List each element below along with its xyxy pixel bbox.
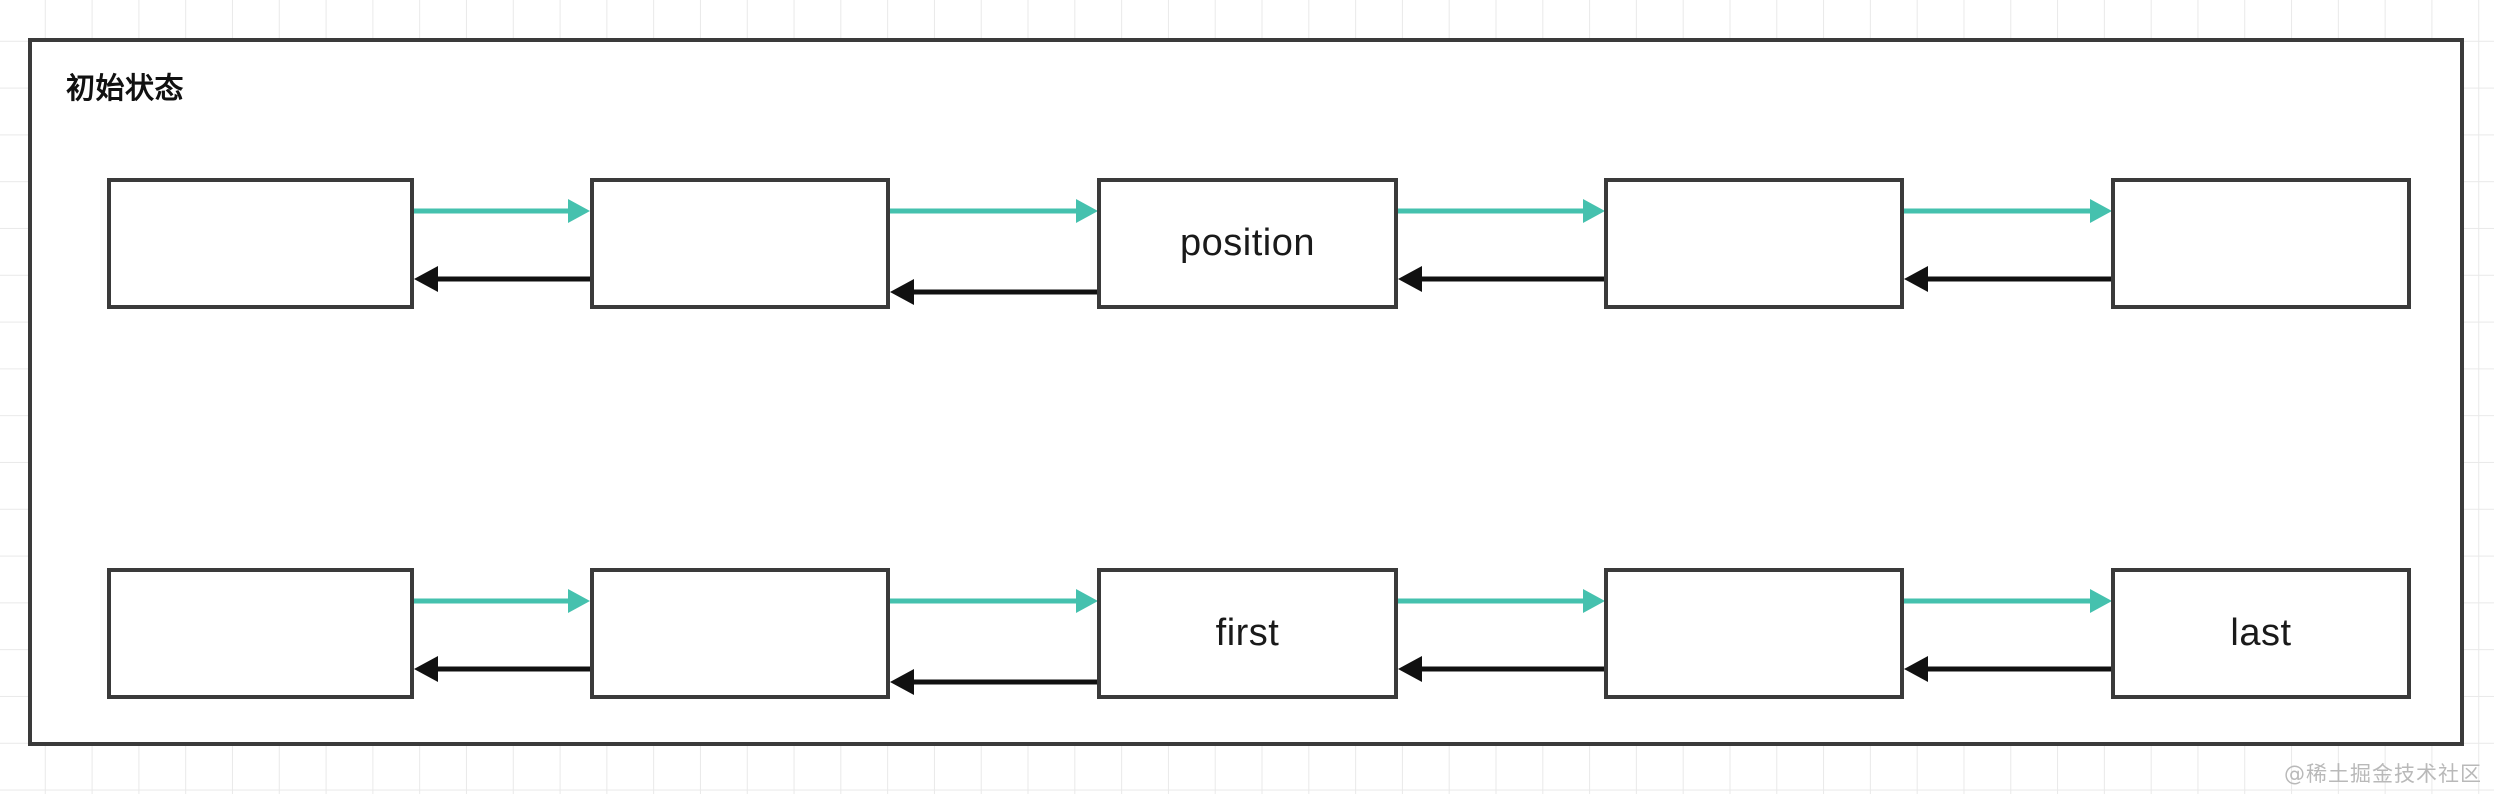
arrow-shaft [414,208,572,214]
backward-arrow [414,266,590,292]
node-box[interactable]: first [1097,568,1398,699]
arrow-shaft [890,208,1080,214]
forward-arrow [414,199,590,223]
backward-arrow [1904,656,2112,682]
arrow-shaft [1924,276,2112,282]
node-box[interactable] [1604,568,1904,699]
arrow-head-icon [414,656,438,682]
arrow-head-icon [1076,199,1098,223]
backward-arrow [1398,266,1605,292]
arrow-shaft [1418,666,1605,672]
arrow-head-icon [568,589,590,613]
arrow-shaft [414,598,572,604]
arrow-head-icon [2090,199,2112,223]
node-box[interactable] [1604,178,1904,309]
node-label: position [1180,222,1315,264]
page-title: 初始状态 [66,71,185,105]
arrow-head-icon [1583,589,1605,613]
forward-arrow [1904,589,2112,613]
arrow-head-icon [1398,266,1422,292]
arrow-shaft [910,679,1098,685]
backward-arrow [890,669,1098,695]
arrow-head-icon [1076,589,1098,613]
arrow-shaft [434,276,590,282]
diagram-frame: 初始状态 position first last [28,38,2464,746]
node-box[interactable]: position [1097,178,1398,309]
arrow-shaft [1904,598,2094,604]
node-box[interactable]: last [2111,568,2411,699]
arrow-shaft [1398,598,1587,604]
forward-arrow [414,589,590,613]
arrow-shaft [434,666,590,672]
forward-arrow [890,199,1098,223]
arrow-head-icon [1904,656,1928,682]
arrow-head-icon [568,199,590,223]
arrow-shaft [910,289,1098,295]
arrow-shaft [1924,666,2112,672]
backward-arrow [890,279,1098,305]
node-box[interactable] [2111,178,2411,309]
arrow-shaft [1904,208,2094,214]
backward-arrow [1398,656,1605,682]
forward-arrow [1398,199,1605,223]
node-box[interactable] [107,178,414,309]
forward-arrow [1398,589,1605,613]
watermark: @稀土掘金技术社区 [2284,762,2482,786]
arrow-head-icon [1398,656,1422,682]
forward-arrow [890,589,1098,613]
node-box[interactable] [590,568,890,699]
arrow-head-icon [2090,589,2112,613]
forward-arrow [1904,199,2112,223]
arrow-shaft [1398,208,1587,214]
backward-arrow [1904,266,2112,292]
arrow-head-icon [890,279,914,305]
backward-arrow [414,656,590,682]
arrow-head-icon [1583,199,1605,223]
arrow-head-icon [890,669,914,695]
arrow-head-icon [1904,266,1928,292]
node-label: first [1215,612,1280,654]
arrow-shaft [1418,276,1605,282]
node-box[interactable] [107,568,414,699]
arrow-head-icon [414,266,438,292]
node-box[interactable] [590,178,890,309]
arrow-shaft [890,598,1080,604]
node-label: last [2230,612,2292,654]
